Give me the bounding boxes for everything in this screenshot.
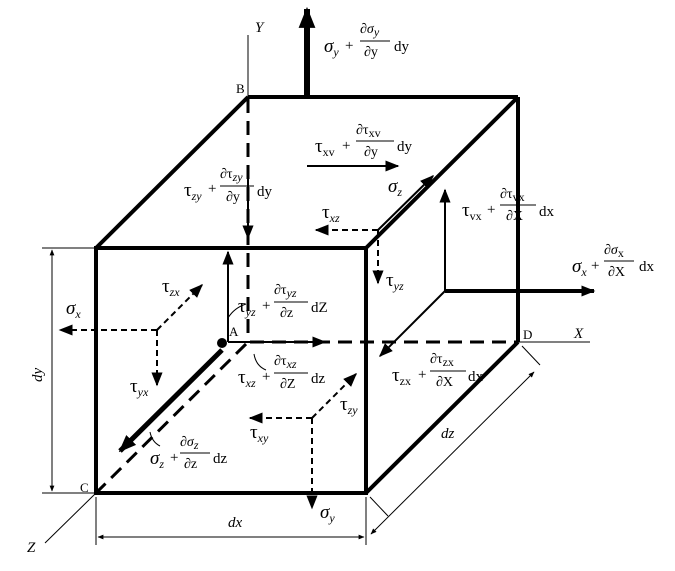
svg-text:τzx: τzx: [392, 365, 411, 388]
point-a-label: A: [229, 324, 239, 339]
svg-text:dy: dy: [394, 39, 410, 55]
svg-text:∂y: ∂y: [226, 190, 240, 205]
tau-zy-minus-label: τzy: [340, 394, 358, 417]
point-d-label: D: [523, 327, 532, 342]
svg-text:∂τyz: ∂τyz: [274, 283, 297, 300]
sigma-x-plus-label: σx + ∂σx ∂X dx: [572, 243, 655, 280]
tau-zx-plus-label: τzx + ∂τzx ∂X dx: [392, 352, 484, 390]
dy-dimension-label: dy: [30, 368, 46, 383]
z-axis-label: Z: [27, 540, 36, 556]
z-axis-line: [44, 492, 97, 544]
top-right-edge: [364, 95, 520, 250]
svg-text:σy: σy: [324, 36, 339, 59]
svg-text:dy: dy: [257, 184, 273, 200]
svg-text:+: +: [342, 138, 350, 154]
sigma-z-top-arrow: [377, 175, 434, 231]
dz-dimension-label: dz: [441, 426, 455, 442]
svg-text:∂τxv: ∂τxv: [356, 123, 381, 140]
svg-text:+: +: [418, 367, 426, 383]
hidden-depth-edge: [96, 342, 248, 493]
dimension-lines: [42, 247, 541, 545]
svg-text:∂τzy: ∂τzy: [220, 167, 243, 184]
svg-text:dz: dz: [311, 371, 326, 387]
svg-text:∂z: ∂z: [280, 306, 293, 321]
thick-arrows: [118, 6, 596, 453]
axis-lines: [44, 35, 590, 544]
sigma-z-top-label: σz: [388, 176, 402, 199]
svg-text:∂τxz: ∂τxz: [274, 354, 297, 371]
svg-text:dx: dx: [639, 259, 655, 275]
svg-text:τxz: τxz: [238, 367, 256, 390]
svg-text:+: +: [262, 369, 270, 385]
svg-text:∂X: ∂X: [436, 375, 453, 390]
svg-text:dx: dx: [468, 369, 484, 385]
stress-labels: σy + ∂σy ∂y dy τxv + ∂τxv ∂y dy τzy + ∂τ…: [66, 22, 655, 525]
svg-text:dy: dy: [397, 139, 413, 155]
svg-text:+: +: [170, 450, 178, 466]
labels: A B C D Y X Z dx dy dz: [27, 20, 584, 556]
svg-text:∂z: ∂z: [184, 457, 197, 472]
svg-text:∂τvx: ∂τvx: [500, 187, 525, 204]
tau-zx-minus-label: τzx: [162, 276, 180, 299]
dz-dimension-line: [370, 371, 535, 535]
tau-zx-minus-arrow: [156, 284, 203, 331]
svg-text:+: +: [262, 298, 270, 314]
svg-text:+: +: [487, 202, 495, 218]
svg-text:τyz: τyz: [238, 296, 256, 319]
tau-yx-plus-label: τvx + ∂τvx ∂X dx: [462, 187, 555, 224]
svg-text:∂y: ∂y: [364, 45, 378, 60]
tau-zy-plus-label: τzy + ∂τzy ∂y dy: [184, 167, 273, 205]
svg-text:+: +: [208, 181, 216, 197]
svg-text:dx: dx: [539, 204, 555, 220]
sigma-y-minus-label: σy: [320, 502, 335, 525]
sigma-z-plus-label: σz + ∂σz ∂z dz: [150, 435, 228, 472]
tau-xy-minus-label: τxy: [250, 422, 269, 445]
tau-zx-plus-arrow: [379, 290, 446, 357]
tau-yz-plus-label: τyz + ∂τyz ∂z dZ: [238, 283, 328, 321]
tau-yz-minus-label: τyz: [386, 270, 404, 293]
sigma-x-minus-label: σx: [66, 298, 81, 321]
svg-text:∂σx: ∂σx: [604, 243, 624, 260]
svg-text:∂σy: ∂σy: [360, 22, 380, 39]
svg-text:∂σz: ∂σz: [180, 435, 199, 452]
leader-lines: [149, 303, 267, 447]
svg-text:∂τzx: ∂τzx: [430, 352, 454, 369]
svg-text:∂y: ∂y: [364, 145, 378, 160]
tau-zy-minus-arrow: [311, 373, 357, 419]
point-b-label: B: [236, 81, 245, 96]
point-c-label: C: [80, 480, 89, 495]
y-axis-label: Y: [255, 20, 265, 36]
tau-xz-plus-label: τxz + ∂τxz ∂Z dz: [238, 354, 326, 392]
tau-xz-minus-label: τxz: [322, 202, 340, 225]
svg-text:τvx: τvx: [462, 200, 482, 223]
svg-text:∂Z: ∂Z: [280, 377, 295, 392]
svg-text:τxv: τxv: [315, 136, 335, 159]
sigma-y-plus-label: σy + ∂σy ∂y dy: [324, 22, 410, 60]
dashed-arrows: [58, 224, 384, 510]
cube-edges: [94, 95, 520, 495]
svg-text:∂X: ∂X: [608, 265, 625, 280]
top-left-edge: [94, 95, 250, 250]
svg-text:τzy: τzy: [184, 180, 202, 203]
svg-text:∂X: ∂X: [506, 209, 523, 224]
dx-dimension-label: dx: [228, 515, 243, 531]
sigma-z-plus-arrow: [118, 348, 224, 453]
front-face: [94, 246, 368, 495]
svg-text:σx: σx: [572, 256, 587, 279]
point-a-dot: [217, 338, 227, 348]
svg-text:dZ: dZ: [311, 300, 328, 316]
x-axis-label: X: [573, 326, 584, 342]
solid-arrows: [222, 160, 451, 357]
svg-text:dz: dz: [213, 451, 228, 467]
svg-text:σz: σz: [150, 448, 164, 471]
tau-xv-label: τxv + ∂τxv ∂y dy: [315, 123, 413, 160]
svg-text:+: +: [591, 258, 599, 274]
svg-text:+: +: [345, 38, 353, 54]
tau-yx-minus-label: τyx: [130, 376, 149, 399]
